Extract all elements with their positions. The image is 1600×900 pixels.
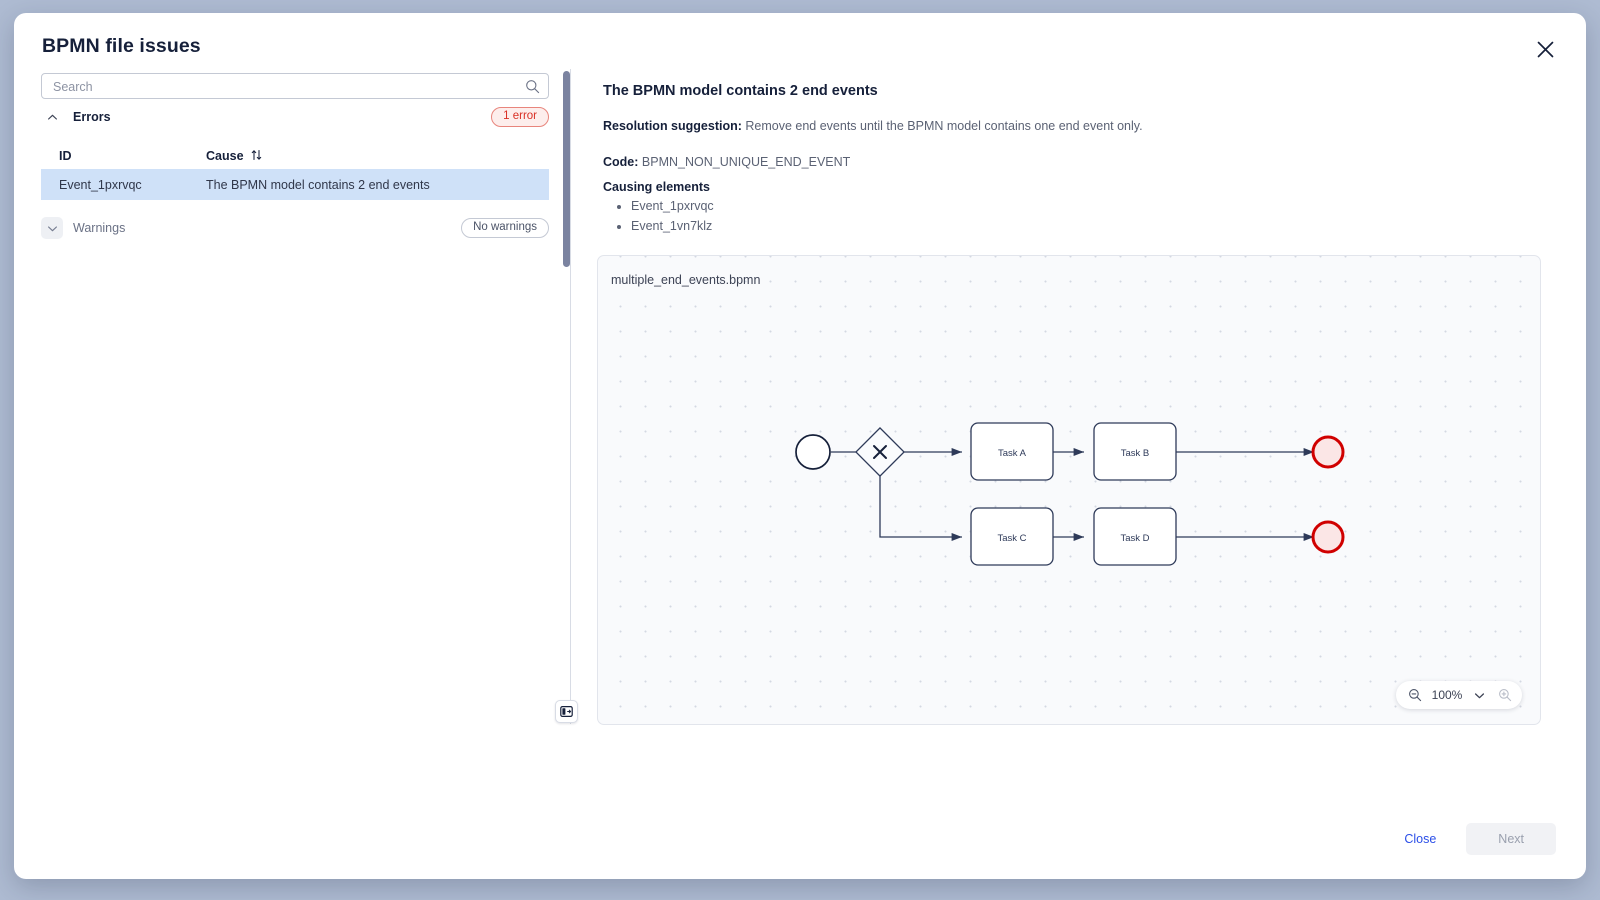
- errors-count-badge: 1 error: [491, 106, 549, 128]
- task-c-label: Task C: [997, 533, 1026, 544]
- bpmn-task-a[interactable]: Task A: [970, 422, 1054, 481]
- task-a-label: Task A: [998, 448, 1027, 459]
- chevron-down-icon[interactable]: [1468, 684, 1490, 706]
- section-errors[interactable]: Errors 1 error: [41, 104, 549, 130]
- row-id: Event_1pxrvqc: [59, 177, 142, 192]
- page-title: BPMN file issues: [42, 35, 201, 57]
- bpmn-end-event-1[interactable]: [1311, 435, 1345, 469]
- causing-elements-heading: Causing elements: [603, 180, 710, 195]
- resolution-suggestion: Resolution suggestion: Remove end events…: [603, 117, 1556, 135]
- left-panel-scrollbar[interactable]: [563, 71, 570, 267]
- chevron-down-icon[interactable]: [41, 217, 63, 239]
- table-header-row: ID Cause: [41, 143, 549, 169]
- close-icon[interactable]: [1528, 32, 1562, 66]
- chevron-up-icon[interactable]: [41, 106, 63, 128]
- bpmn-task-d[interactable]: Task D: [1093, 507, 1177, 566]
- bpmn-exclusive-gateway[interactable]: [855, 427, 905, 477]
- section-warnings-label: Warnings: [73, 221, 126, 235]
- code-value: BPMN_NON_UNIQUE_END_EVENT: [638, 155, 851, 170]
- issues-table: ID Cause Event_1pxrvqc The BPMN model co…: [41, 143, 549, 200]
- bpmn-file-issues-modal: BPMN file issues Errors 1 error: [14, 13, 1586, 879]
- resolution-label: Resolution suggestion:: [603, 119, 742, 133]
- column-header-cause[interactable]: Cause: [206, 149, 262, 164]
- row-cause: The BPMN model contains 2 end events: [206, 177, 430, 192]
- bpmn-task-b[interactable]: Task B: [1093, 422, 1177, 481]
- code-label: Code:: [603, 155, 639, 170]
- panel-splitter[interactable]: [570, 69, 571, 724]
- column-header-id[interactable]: ID: [59, 149, 72, 163]
- task-b-label: Task B: [1121, 448, 1150, 459]
- search-input[interactable]: [51, 74, 515, 100]
- error-code: Code: BPMN_NON_UNIQUE_END_EVENT: [603, 153, 1556, 171]
- causing-elements-list: Event_1pxrvqc Event_1vn7klz: [603, 197, 1556, 236]
- search-field[interactable]: [41, 73, 549, 100]
- collapse-panel-icon[interactable]: [555, 700, 578, 723]
- diagram-filename: multiple_end_events.bpmn: [611, 273, 761, 287]
- section-errors-label: Errors: [73, 110, 111, 124]
- table-row[interactable]: Event_1pxrvqc The BPMN model contains 2 …: [41, 169, 549, 200]
- section-warnings[interactable]: Warnings No warnings: [41, 215, 549, 241]
- list-item: Event_1pxrvqc: [631, 197, 1556, 216]
- zoom-control: 100%: [1396, 681, 1522, 709]
- bpmn-task-c[interactable]: Task C: [970, 507, 1054, 566]
- zoom-in-icon[interactable]: [1494, 684, 1516, 706]
- list-item: Event_1vn7klz: [631, 217, 1556, 236]
- next-button[interactable]: Next: [1466, 823, 1556, 855]
- zoom-out-icon[interactable]: [1404, 684, 1426, 706]
- zoom-level-value[interactable]: 100%: [1431, 688, 1463, 702]
- sort-arrows-icon[interactable]: [251, 149, 262, 164]
- bpmn-diagram: Task A Task B Task C Task D: [795, 422, 1345, 566]
- close-button[interactable]: Close: [1394, 824, 1446, 854]
- search-icon: [525, 79, 540, 94]
- resolution-text: Remove end events until the BPMN model c…: [741, 119, 1143, 133]
- issues-list-panel: Errors 1 error ID Cause Event_1pxrv: [14, 69, 570, 784]
- bpmn-end-event-2[interactable]: [1311, 520, 1345, 554]
- column-header-cause-label: Cause: [206, 149, 244, 163]
- task-d-label: Task D: [1120, 533, 1149, 544]
- detail-title: The BPMN model contains 2 end events: [603, 83, 878, 99]
- bpmn-start-event[interactable]: [795, 434, 831, 470]
- bpmn-diagram-canvas[interactable]: multiple_end_events.bpmn: [597, 255, 1541, 725]
- modal-footer: Close Next: [1394, 823, 1556, 855]
- warnings-count-badge: No warnings: [461, 217, 549, 239]
- issue-detail-panel: The BPMN model contains 2 end events Res…: [588, 83, 1556, 784]
